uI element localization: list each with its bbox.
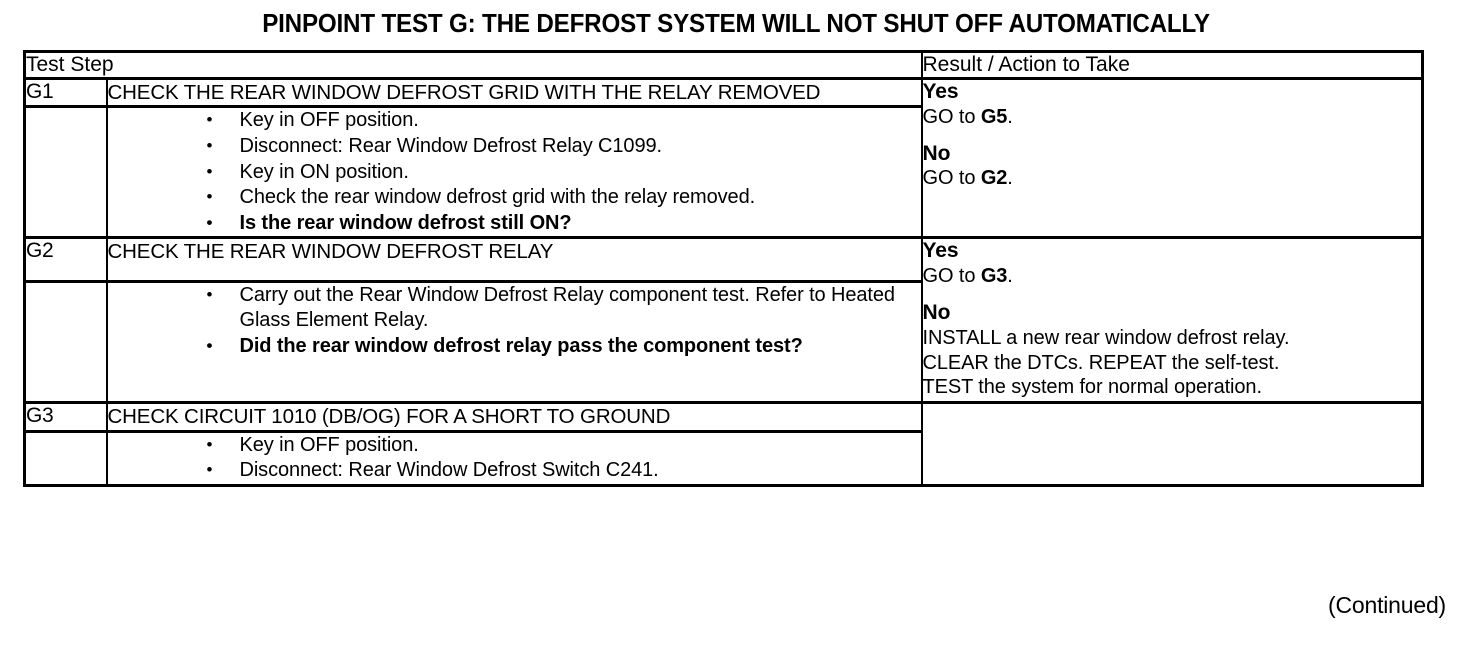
result-no-action-line-3-g2: TEST the system for normal operation. <box>922 376 1263 399</box>
step-bullets-g2: Carry out the Rear Window Defrost Relay … <box>105 280 923 404</box>
result-cell-g1: Yes GO to G5. No GO to G2. <box>920 76 1424 240</box>
result-no-action-pre-g1: GO to <box>922 167 981 190</box>
list-item: Is the rear window defrost still ON? <box>108 211 921 237</box>
list-item: Disconnect: Rear Window Defrost Switch C… <box>108 458 921 484</box>
bullet-list-g2: Carry out the Rear Window Defrost Relay … <box>108 283 921 360</box>
table-header-row: Test Step Result / Action to Take <box>23 50 1424 80</box>
list-item: Key in ON position. <box>108 160 921 186</box>
result-no-action-g1: GO to G2. <box>923 166 1422 191</box>
step-id-spacer-g1 <box>23 105 108 239</box>
list-item: Carry out the Rear Window Defrost Relay … <box>108 283 921 334</box>
bullet-list-g1: Key in OFF position. Disconnect: Rear Wi… <box>108 108 921 236</box>
step-heading-g3: CHECK CIRCUIT 1010 (DB/OG) FOR A SHORT T… <box>105 401 923 433</box>
column-header-test-step: Test Step <box>23 50 923 80</box>
result-no-action-line-2-g2: CLEAR the DTCs. REPEAT the self-test. <box>922 351 1280 374</box>
step-title-row-g2: G2 CHECK THE REAR WINDOW DEFROST RELAY Y… <box>23 236 1424 405</box>
result-cell-g2: Yes GO to G3. No INSTALL a new rear wind… <box>920 236 1424 405</box>
result-no-label-g1: No <box>922 141 951 165</box>
result-yes-action-post-g2: . <box>1007 265 1013 288</box>
result-cell-g3 <box>920 401 1424 487</box>
result-yes-label-g2: Yes <box>922 239 959 263</box>
result-no-action-post-g1: . <box>1007 167 1013 190</box>
result-no-action-line-1-g2: INSTALL a new rear window defrost relay. <box>922 326 1290 349</box>
list-item: Key in OFF position. <box>108 108 921 134</box>
result-no-action-ref-g1: G2 <box>980 167 1008 190</box>
result-yes-action-pre-g1: GO to <box>922 105 981 128</box>
result-yes-action-pre-g2: GO to <box>922 265 981 288</box>
result-yes-label-g1: Yes <box>922 80 959 103</box>
result-yes-action-g2: GO to G3. <box>923 264 1422 289</box>
step-bullets-g3: Key in OFF position. Disconnect: Rear Wi… <box>105 429 923 487</box>
step-body-row-g1: Key in OFF position. Disconnect: Rear Wi… <box>23 105 1423 239</box>
result-yes-action-g1: GO to G5. <box>923 105 1422 130</box>
step-bullets-g1: Key in OFF position. Disconnect: Rear Wi… <box>105 105 923 239</box>
result-no-label-g2: No <box>922 300 951 324</box>
continued-footer: (Continued) <box>1328 592 1446 618</box>
step-body-row-g3: Key in OFF position. Disconnect: Rear Wi… <box>23 429 1423 487</box>
step-heading-g2: CHECK THE REAR WINDOW DEFROST RELAY <box>105 236 923 283</box>
list-item: Key in OFF position. <box>108 433 921 459</box>
pinpoint-test-table: Test Step Result / Action to Take G1 CHE… <box>23 50 1424 487</box>
list-item: Check the rear window defrost grid with … <box>108 185 921 211</box>
result-yes-action-ref-g2: G3 <box>980 265 1008 288</box>
result-yes-action-post-g1: . <box>1007 105 1013 128</box>
step-id-g3: G3 <box>23 401 108 433</box>
step-id-spacer-g3 <box>23 429 108 487</box>
step-heading-g1: CHECK THE REAR WINDOW DEFROST GRID WITH … <box>105 76 923 109</box>
step-title-row-g1: G1 CHECK THE REAR WINDOW DEFROST GRID WI… <box>23 76 1424 240</box>
page-title: PINPOINT TEST G: THE DEFROST SYSTEM WILL… <box>262 8 1210 38</box>
bullet-list-g3: Key in OFF position. Disconnect: Rear Wi… <box>108 433 921 484</box>
list-item: Disconnect: Rear Window Defrost Relay C1… <box>108 134 921 160</box>
step-id-g2: G2 <box>23 236 108 283</box>
step-id-spacer-g2 <box>23 280 108 404</box>
column-header-result-action: Result / Action to Take <box>920 50 1424 80</box>
step-id-g1: G1 <box>23 76 108 109</box>
list-item: Did the rear window defrost relay pass t… <box>108 334 921 360</box>
result-yes-action-ref-g1: G5 <box>980 105 1008 128</box>
step-body-row-g2: Carry out the Rear Window Defrost Relay … <box>23 280 1423 404</box>
step-title-row-g3: G3 CHECK CIRCUIT 1010 (DB/OG) FOR A SHOR… <box>23 401 1424 487</box>
